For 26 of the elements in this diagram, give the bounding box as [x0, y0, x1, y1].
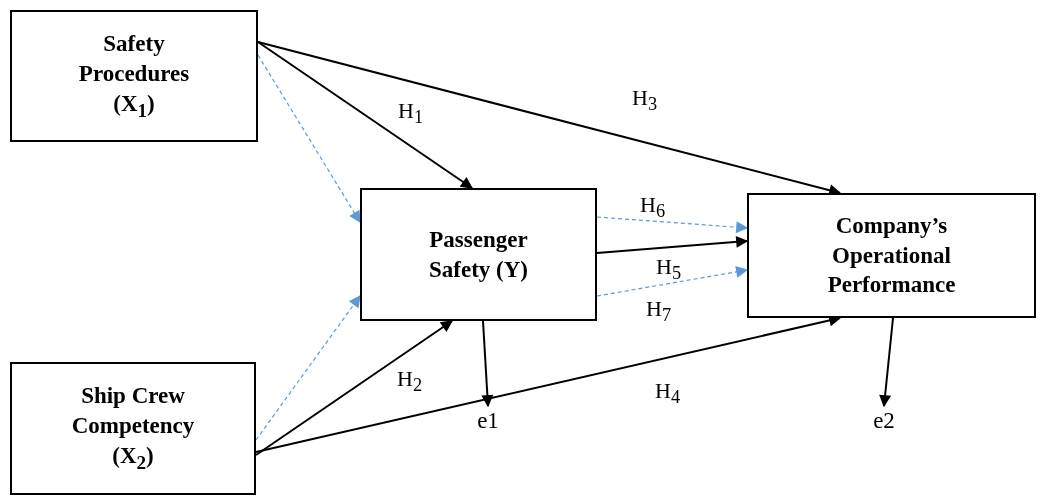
- arrow: [255, 320, 453, 456]
- edge-label: H$_{2}$: [397, 368, 423, 395]
- arrow: [596, 235, 749, 254]
- edge-label: H$_{5}$: [656, 256, 682, 283]
- variable-name: Ship Crew Competency (X$_{2}$): [70, 382, 196, 475]
- variable-name: Company’s Operational Performance: [826, 211, 957, 300]
- variable-name: Passenger Safety (Y): [428, 225, 529, 284]
- edge-label: H$_{7}$: [646, 298, 672, 325]
- edge-label: H$_{3}$: [632, 87, 658, 114]
- edge-label: H$_{4}$: [655, 380, 681, 407]
- arrow: [879, 317, 894, 408]
- variable-box: [747, 193, 1036, 318]
- arrow: [481, 320, 494, 408]
- arrow: [255, 295, 361, 441]
- arrow: [257, 41, 473, 189]
- edge-label: H$_{6}$: [640, 194, 666, 221]
- arrow: [257, 54, 361, 223]
- variable-name: Safety Procedures (X$_{1}$): [77, 29, 191, 123]
- variable-box: [360, 188, 597, 321]
- arrow: [596, 265, 749, 297]
- variable-box: [10, 10, 258, 142]
- arrow: [596, 216, 749, 234]
- error-term-label: e2: [873, 408, 895, 434]
- edge-label: H$_{1}$: [398, 100, 424, 127]
- error-term-label: e1: [477, 408, 499, 434]
- variable-box: [10, 362, 256, 495]
